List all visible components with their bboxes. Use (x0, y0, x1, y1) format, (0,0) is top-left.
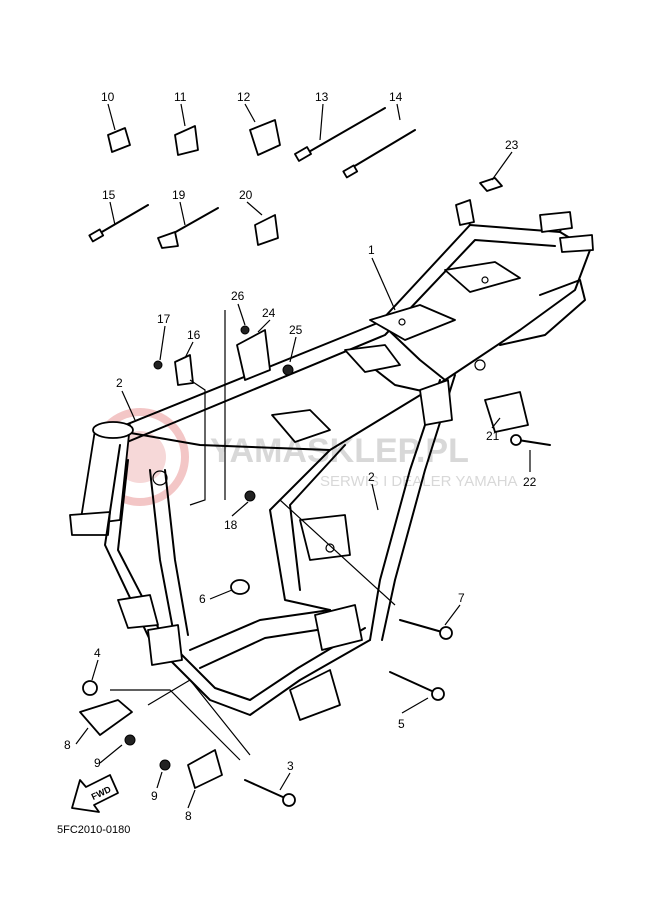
callout-3: 3 (287, 759, 294, 773)
callout-11: 11 (174, 90, 187, 104)
callout-5: 5 (398, 717, 405, 731)
callout-9-left: 9 (94, 756, 101, 770)
callout-16: 16 (187, 328, 201, 342)
callout-23: 23 (505, 138, 519, 152)
callout-7: 7 (458, 591, 465, 605)
callout-9-right: 9 (151, 789, 158, 803)
watermark-tagline: SERWIS I DEALER YAMAHA (320, 473, 518, 490)
callout-4: 4 (94, 646, 101, 660)
diagram-code: 5FC2010-0180 (57, 824, 130, 836)
callout-10: 10 (101, 90, 115, 104)
fwd-arrow-icon: FWD (71, 774, 119, 813)
callout-6: 6 (199, 592, 206, 606)
callout-14: 14 (389, 90, 403, 104)
callout-labels: 10 11 12 13 14 23 15 19 20 1 26 24 17 16… (64, 90, 537, 823)
main-frame (69, 199, 594, 721)
callout-8-right: 8 (185, 809, 192, 823)
callout-20: 20 (239, 188, 253, 202)
leader-lines (75, 103, 531, 809)
small-parts (79, 107, 551, 807)
callout-15: 15 (102, 188, 116, 202)
callout-17: 17 (157, 312, 171, 326)
callout-8-left: 8 (64, 738, 71, 752)
callout-24: 24 (262, 306, 276, 320)
callout-26: 26 (231, 289, 245, 303)
callout-1: 1 (368, 243, 375, 257)
callout-2-lower: 2 (368, 470, 375, 484)
callout-21: 21 (486, 429, 500, 443)
callout-22: 22 (523, 475, 537, 489)
callout-25: 25 (289, 323, 303, 337)
callout-18: 18 (224, 518, 238, 532)
callout-12: 12 (237, 90, 251, 104)
callout-13: 13 (315, 90, 329, 104)
callout-19: 19 (172, 188, 186, 202)
callout-2-upper: 2 (116, 376, 123, 390)
